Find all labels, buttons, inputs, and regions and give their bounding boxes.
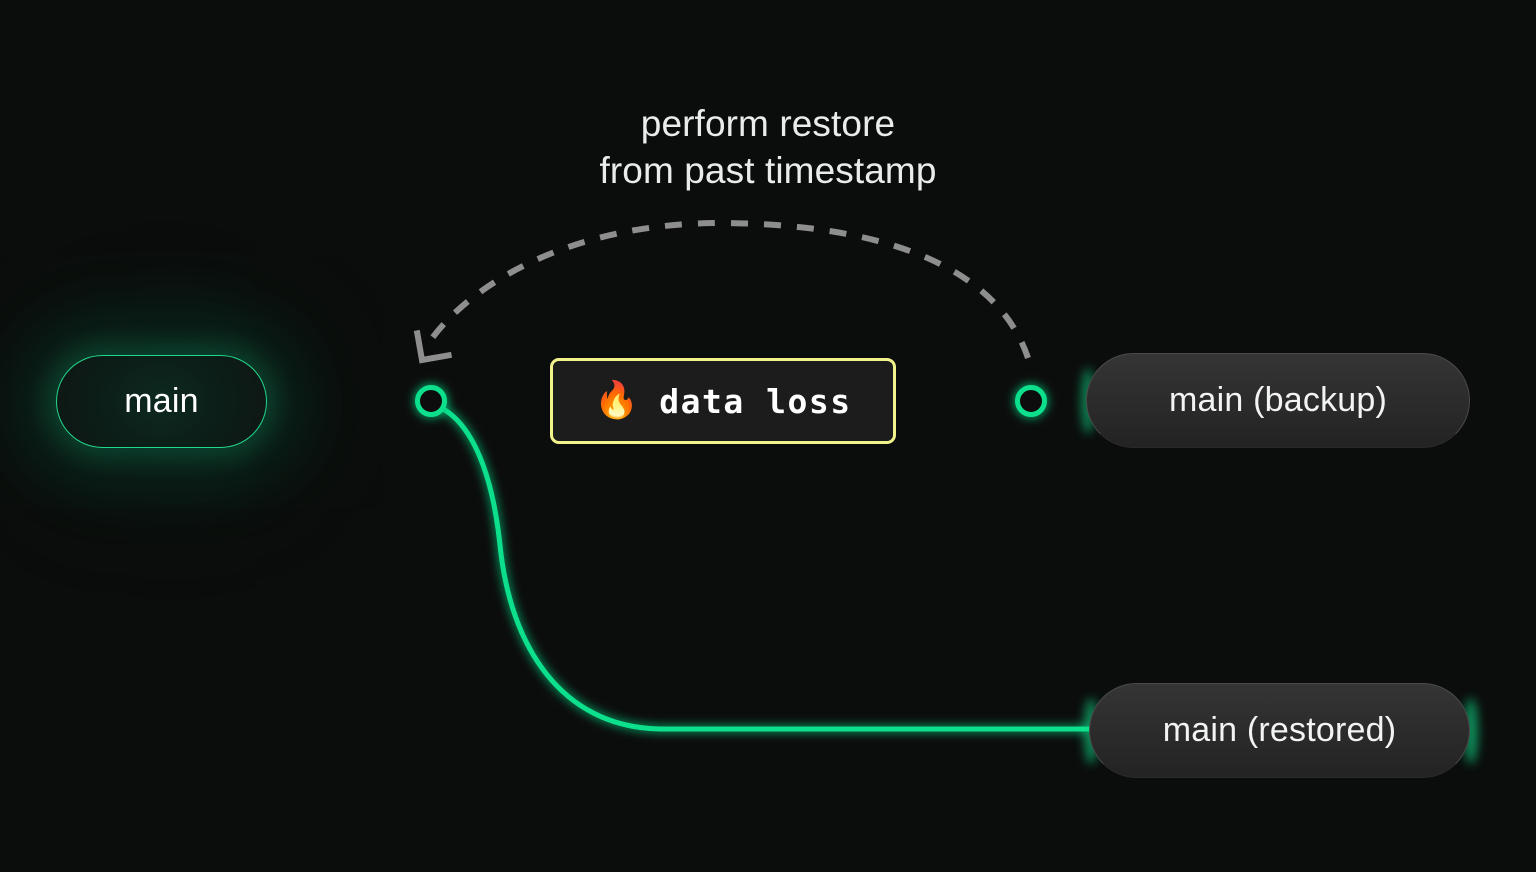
restore-arrow-path bbox=[427, 219, 1031, 359]
backup-endpoint-node-icon[interactable] bbox=[1015, 385, 1047, 417]
junction-node-icon[interactable] bbox=[415, 385, 447, 417]
node-data-loss[interactable]: 🔥 data loss bbox=[550, 358, 896, 444]
node-main-backup[interactable]: main (backup) bbox=[1086, 353, 1470, 448]
fire-emoji-icon: 🔥 bbox=[594, 379, 640, 420]
data-loss-label: data loss bbox=[659, 381, 852, 421]
annotation-label: perform restore from past timestamp bbox=[599, 103, 937, 191]
node-main[interactable]: main bbox=[56, 355, 267, 448]
restore-arrowhead-icon bbox=[413, 329, 453, 364]
node-main-restored[interactable]: main (restored) bbox=[1089, 683, 1470, 778]
wire-junction-to-restored bbox=[429, 401, 1092, 732]
